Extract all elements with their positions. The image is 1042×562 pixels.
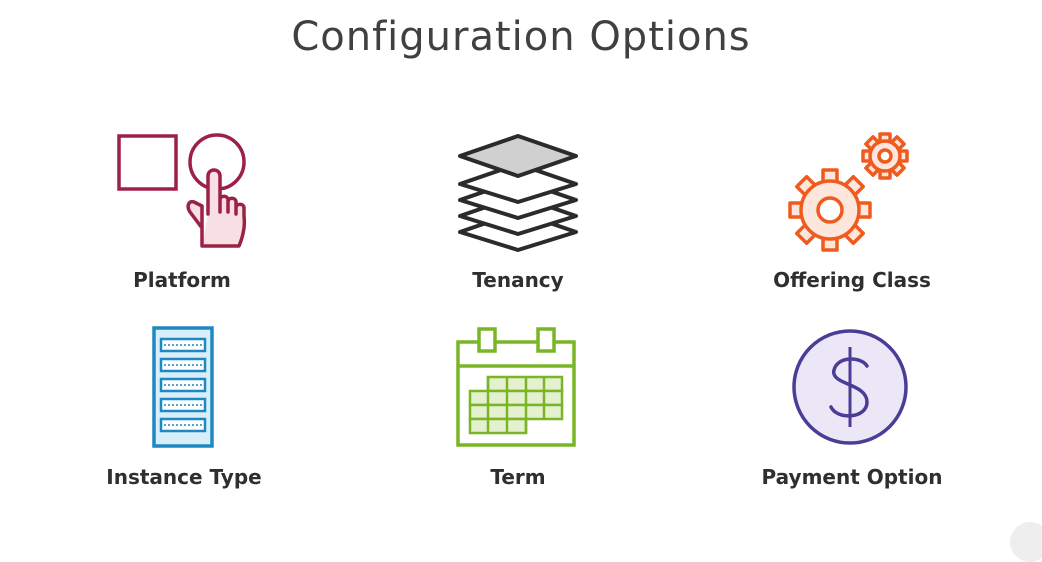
option-label-tenancy: Tenancy (472, 268, 564, 292)
gears-icon (788, 132, 909, 252)
platform-touch-icon (117, 133, 247, 248)
page-title: Configuration Options (291, 14, 751, 60)
option-label-instance-type: Instance Type (106, 465, 262, 489)
option-tenancy: Tenancy (368, 128, 668, 298)
dollar-coin-icon (792, 329, 908, 445)
corner-button[interactable] (1010, 522, 1042, 562)
server-rack-icon (152, 326, 214, 448)
option-term: Term (368, 325, 668, 495)
option-label-platform: Platform (133, 268, 231, 292)
option-label-payment-option: Payment Option (761, 465, 943, 489)
option-platform: Platform (32, 128, 332, 298)
option-label-offering-class: Offering Class (773, 268, 931, 292)
option-payment-option: Payment Option (702, 325, 1002, 495)
option-label-term: Term (490, 465, 546, 489)
option-offering-class: Offering Class (702, 128, 1002, 298)
stacked-layers-icon (458, 134, 578, 252)
calendar-icon (456, 327, 576, 447)
option-instance-type: Instance Type (34, 325, 334, 495)
